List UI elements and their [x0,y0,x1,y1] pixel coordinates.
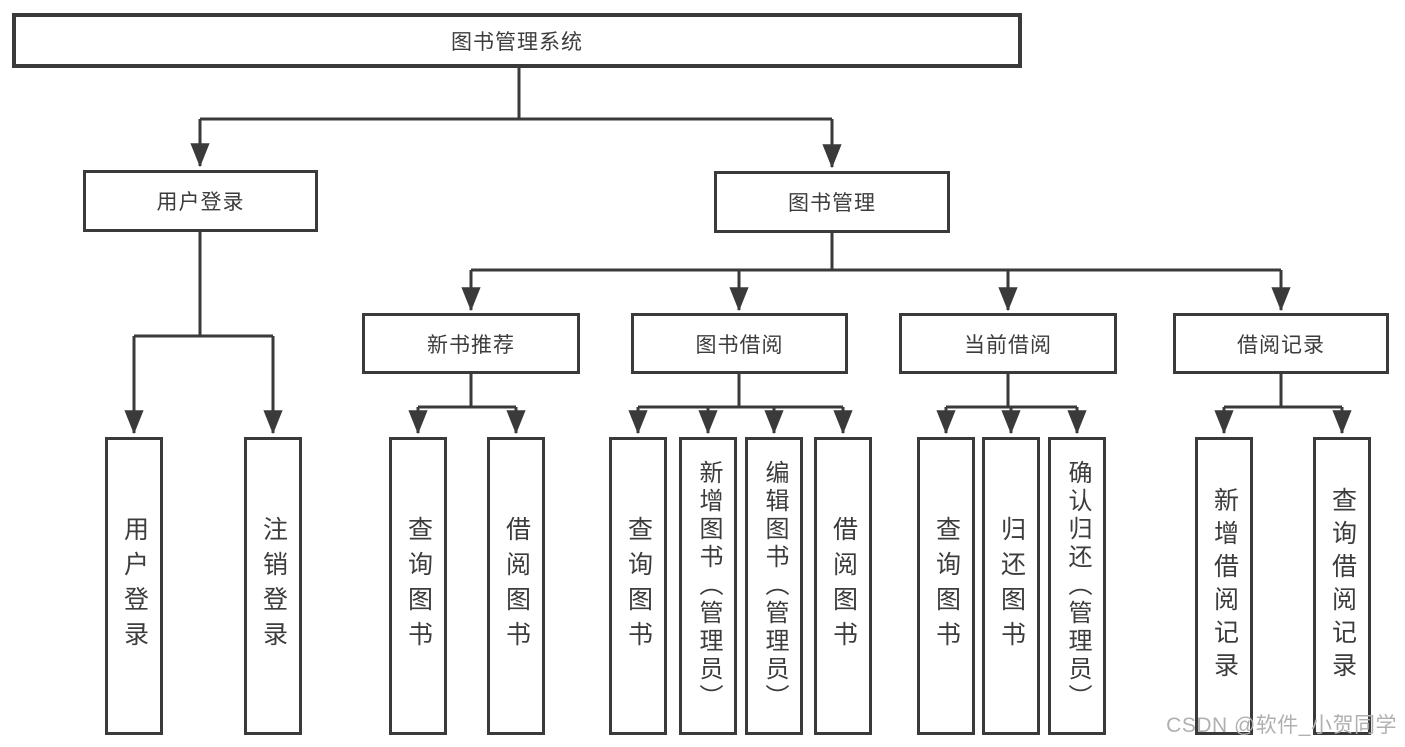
leaf-borrow-books-recommend: 借阅图书 [487,437,545,735]
leaf-return-books: 归还图书 [982,437,1040,735]
node-library-management-system: 图书管理系统 [12,13,1022,68]
leaf-query-books-borrowing: 查询图书 [609,437,667,735]
leaf-add-borrow-record-label: 新增借阅记录 [1210,487,1239,685]
leaf-borrow-books: 借阅图书 [814,437,872,735]
leaf-confirm-return-admin-label: 确认归还（管理员） [1064,460,1091,712]
leaf-logout-label: 注销登录 [259,516,288,656]
leaf-query-books-borrowing-label: 查询图书 [624,516,653,656]
node-user-login: 用户登录 [83,170,318,232]
node-new-book-recommend-label: 新书推荐 [427,333,515,357]
node-borrowing-records-label: 借阅记录 [1237,333,1325,357]
watermark: CSDN @软件_小贺同学 [1166,714,1397,737]
leaf-query-books-current-label: 查询图书 [932,516,961,656]
leaf-logout: 注销登录 [244,437,302,735]
leaf-return-books-label: 归还图书 [997,516,1026,656]
node-book-management: 图书管理 [714,171,950,233]
node-current-borrowing-label: 当前借阅 [964,333,1052,357]
leaf-user-login-label: 用户登录 [120,516,149,656]
node-book-borrowing-label: 图书借阅 [695,333,784,357]
leaf-edit-books-admin-label: 编辑图书（管理员） [761,460,788,712]
leaf-query-books-current: 查询图书 [917,437,975,735]
leaf-borrow-books-recommend-label: 借阅图书 [502,516,531,656]
node-current-borrowing: 当前借阅 [899,313,1117,374]
leaf-query-borrow-record: 查询借阅记录 [1313,437,1371,735]
node-library-management-system-label: 图书管理系统 [451,30,583,54]
leaf-edit-books-admin: 编辑图书（管理员） [745,437,803,735]
leaf-add-books-admin: 新增图书（管理员） [679,437,737,735]
leaf-query-borrow-record-label: 查询借阅记录 [1328,487,1357,685]
node-user-login-label: 用户登录 [156,191,245,214]
leaf-user-login: 用户登录 [105,437,163,735]
leaf-add-borrow-record: 新增借阅记录 [1195,437,1253,735]
leaf-confirm-return-admin: 确认归还（管理员） [1048,437,1106,735]
node-new-book-recommend: 新书推荐 [362,313,580,374]
node-book-management-label: 图书管理 [788,192,876,215]
leaf-query-books-recommend: 查询图书 [389,437,447,735]
leaf-query-books-recommend-label: 查询图书 [404,516,433,656]
node-borrowing-records: 借阅记录 [1173,313,1389,374]
node-book-borrowing: 图书借阅 [631,313,848,374]
leaf-borrow-books-label: 借阅图书 [829,516,858,656]
leaf-add-books-admin-label: 新增图书（管理员） [695,460,722,712]
